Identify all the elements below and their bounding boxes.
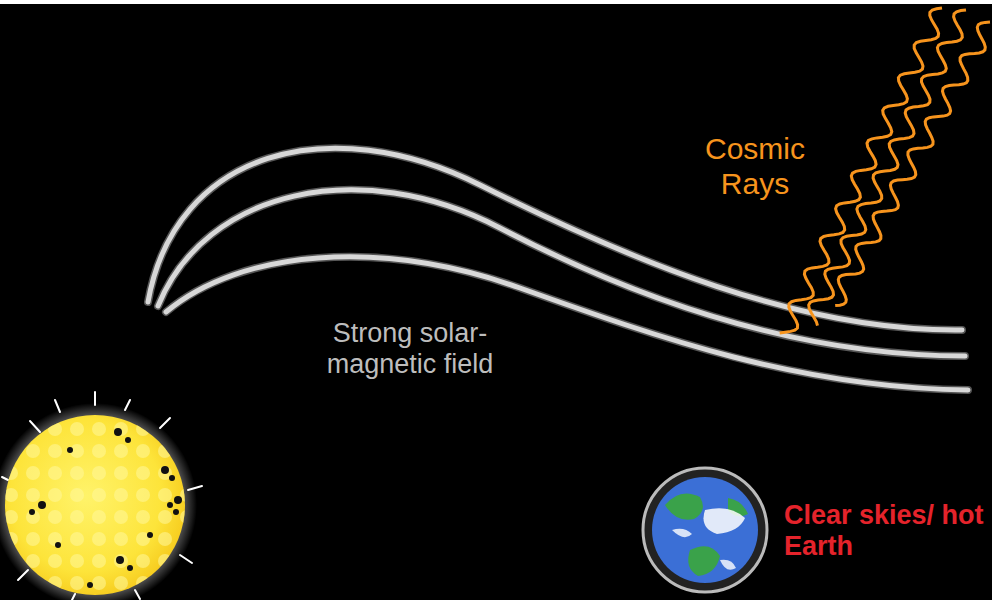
earth-state-label: Clear skies/ hot Earth: [784, 500, 988, 562]
earth: [643, 468, 767, 592]
sun: [0, 392, 202, 600]
cosmic-rays-label: Cosmic Rays: [690, 132, 820, 201]
cosmic-ray: [780, 8, 942, 333]
field-lines: [148, 148, 968, 390]
magnetic-field-label: Strong solar-magnetic field: [295, 318, 525, 380]
cosmic-ray: [809, 10, 966, 326]
cosmic-ray: [835, 22, 990, 306]
cosmic-rays: [780, 8, 990, 333]
top-rule: [0, 0, 992, 4]
